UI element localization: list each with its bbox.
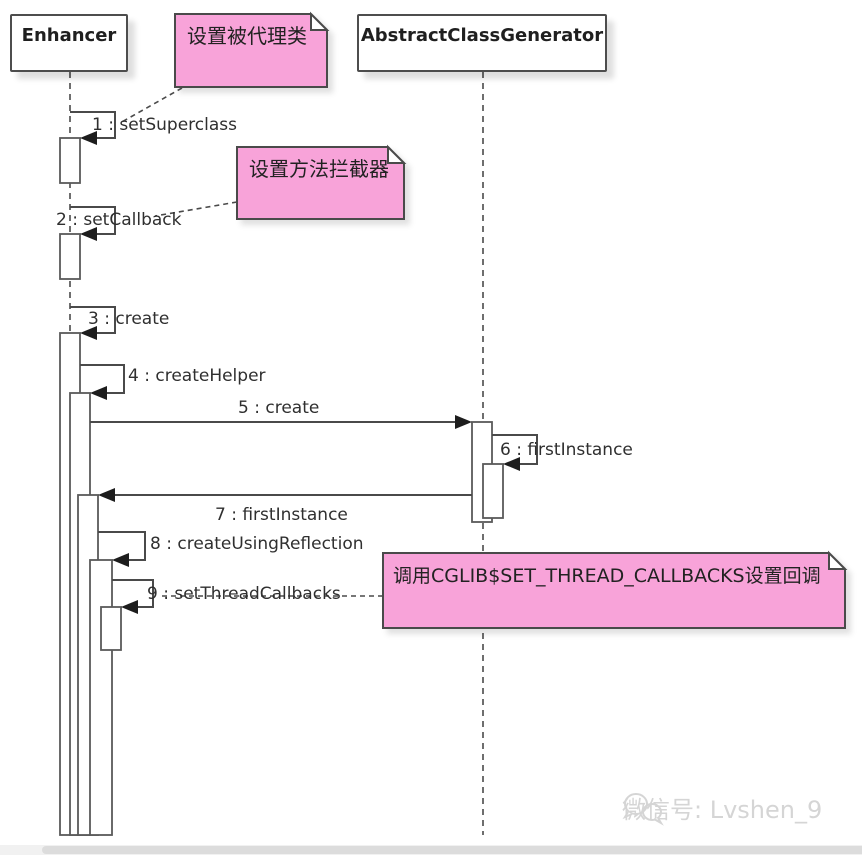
activation-msg8 xyxy=(89,559,113,836)
note2-text: 设置方法拦截器 xyxy=(249,157,389,181)
participant-enhancer: Enhancer xyxy=(10,14,128,72)
message-5-label: 5 : create xyxy=(238,398,320,418)
participant-abstractclassgenerator-label: AbstractClassGenerator xyxy=(360,24,604,46)
note1-text: 设置被代理类 xyxy=(187,24,307,48)
note2-connector xyxy=(154,201,238,217)
message-6-line xyxy=(492,434,538,465)
participant-abstractclassgenerator: AbstractClassGenerator xyxy=(357,14,607,72)
message-8-label: 8 : createUsingReflection xyxy=(150,534,364,554)
message-4-arrowhead-icon xyxy=(90,386,107,400)
horizontal-scrollbar-thumb[interactable] xyxy=(42,846,862,854)
message-6-arrowhead-icon xyxy=(503,457,520,471)
message-7-label: 7 : firstInstance xyxy=(215,505,348,525)
message-8-line xyxy=(98,531,146,561)
message-1-line xyxy=(70,111,116,139)
note1-connector xyxy=(119,87,183,124)
note-set-thread-callbacks xyxy=(382,552,846,629)
message-2-arrowhead-icon xyxy=(80,227,97,241)
note-fold-icon xyxy=(310,11,330,31)
message-7-arrowhead-icon xyxy=(98,488,115,502)
message-9-line xyxy=(112,579,154,608)
message-8-arrowhead-icon xyxy=(112,553,129,567)
note-fold-icon xyxy=(387,144,407,164)
message-3-line xyxy=(70,306,116,334)
wechat-chat-bubbles-icon xyxy=(622,793,664,826)
message-4-label: 4 : createHelper xyxy=(128,366,266,386)
activation-msg2 xyxy=(59,233,81,280)
activation-msg1 xyxy=(59,137,81,184)
activation-msg6 xyxy=(482,463,504,519)
activation-msg9 xyxy=(100,606,122,651)
message-2-line xyxy=(70,206,116,235)
watermark: 微信号: Lvshen_9 xyxy=(622,790,822,826)
message-4-line xyxy=(80,364,125,394)
note3-text: 调用CGLIB$SET_THREAD_CALLBACKS设置回调 xyxy=(393,565,821,587)
note-fold-icon xyxy=(828,550,848,570)
message-5-arrowhead-icon xyxy=(455,415,472,429)
message-1-label: 1 : setSuperclass xyxy=(92,115,237,135)
message-3-arrowhead-icon xyxy=(80,326,97,340)
message-3-label: 3 : create xyxy=(88,309,170,329)
message-1-arrowhead-icon xyxy=(80,131,97,145)
message-9-arrowhead-icon xyxy=(121,600,138,614)
message-6-label: 6 : firstInstance xyxy=(500,440,633,460)
message-2-label: 2 : setCallback xyxy=(56,210,182,230)
note-set-method-interceptor xyxy=(236,146,405,220)
participant-enhancer-label: Enhancer xyxy=(21,24,117,46)
note-set-proxied-class xyxy=(174,13,328,88)
message-9-label: 9 : setThreadCallbacks xyxy=(147,584,341,604)
